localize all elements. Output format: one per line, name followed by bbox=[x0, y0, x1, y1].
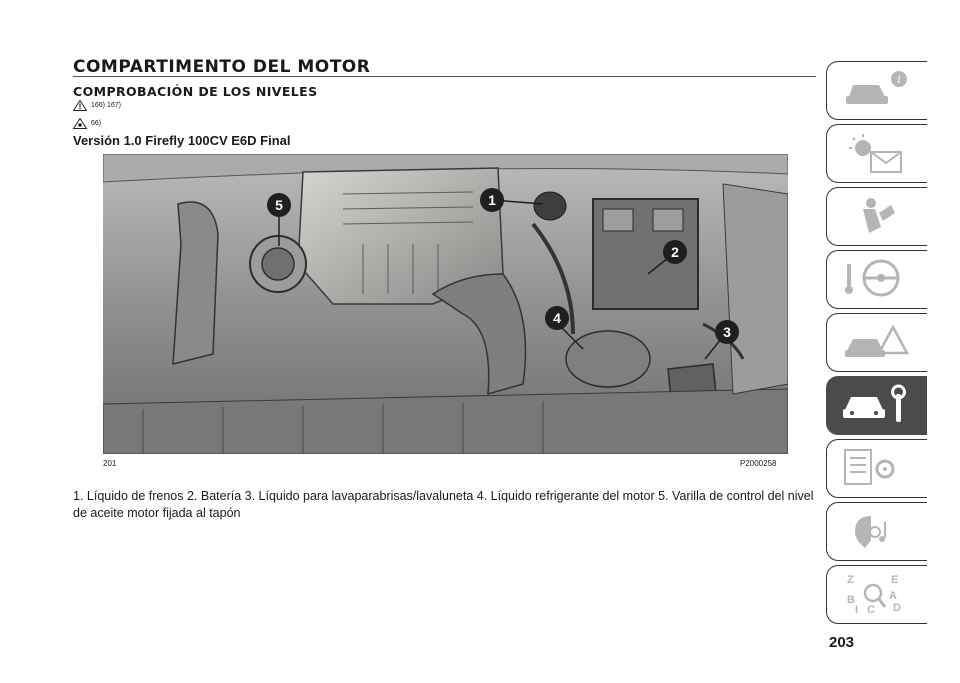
figure-number: 201 bbox=[103, 459, 117, 468]
svg-text:4: 4 bbox=[553, 310, 561, 326]
caution-reference: 66) bbox=[73, 118, 101, 129]
callout-3: 3 bbox=[715, 320, 739, 344]
svg-text:Z: Z bbox=[847, 574, 854, 586]
tab-car-info[interactable]: i bbox=[826, 61, 927, 120]
engine-compartment-figure: 1 2 3 4 5 bbox=[103, 154, 788, 454]
tab-maintenance[interactable] bbox=[826, 376, 927, 435]
airbag-safety-icon bbox=[863, 198, 895, 233]
subsection-title: COMPROBACIÓN DE LOS NIVELES bbox=[73, 84, 318, 99]
tab-technical-data[interactable] bbox=[826, 439, 927, 498]
tab-warning-lights[interactable] bbox=[826, 124, 927, 183]
multimedia-icon bbox=[855, 516, 886, 548]
svg-text:A: A bbox=[889, 590, 897, 602]
svg-text:2: 2 bbox=[671, 244, 679, 260]
technical-data-icon bbox=[844, 449, 895, 485]
warning-lights-icon bbox=[849, 134, 902, 173]
tab-emergency[interactable] bbox=[826, 313, 927, 372]
warning-reference: 166) 167) bbox=[73, 100, 121, 111]
svg-text:C: C bbox=[867, 604, 875, 615]
svg-text:E: E bbox=[891, 574, 898, 586]
callout-5: 5 bbox=[267, 193, 291, 217]
engine-version-heading: Versión 1.0 Firefly 100CV E6D Final bbox=[73, 133, 291, 148]
callout-2: 2 bbox=[663, 240, 687, 264]
tab-safety[interactable] bbox=[826, 187, 927, 246]
steering-wheel-icon bbox=[845, 259, 900, 297]
svg-text:B: B bbox=[847, 594, 855, 606]
caution-hand-icon bbox=[73, 118, 87, 129]
svg-text:D: D bbox=[893, 602, 901, 614]
figure-code: P2000258 bbox=[740, 459, 777, 468]
svg-text:5: 5 bbox=[275, 197, 283, 213]
breakdown-icon bbox=[845, 324, 910, 357]
tab-starting-driving[interactable] bbox=[826, 250, 927, 309]
svg-text:3: 3 bbox=[723, 324, 731, 340]
caution-refs-text: 66) bbox=[91, 120, 102, 127]
callout-1: 1 bbox=[480, 188, 504, 212]
section-title: COMPARTIMENTO DEL MOTOR bbox=[73, 57, 371, 77]
svg-text:i: i bbox=[897, 73, 901, 86]
title-divider bbox=[73, 76, 816, 77]
figure-caption: 1. Líquido de frenos 2. Batería 3. Líqui… bbox=[73, 489, 814, 520]
svg-text:I: I bbox=[855, 604, 858, 615]
page-number: 203 bbox=[829, 634, 855, 651]
callout-4: 4 bbox=[545, 306, 569, 330]
car-info-icon: i bbox=[846, 71, 907, 104]
warning-triangle-icon bbox=[73, 100, 87, 111]
warning-refs-text: 166) 167) bbox=[91, 102, 121, 109]
car-maintenance-icon bbox=[843, 384, 906, 422]
tab-multimedia[interactable] bbox=[826, 502, 927, 561]
svg-text:1: 1 bbox=[488, 192, 496, 208]
